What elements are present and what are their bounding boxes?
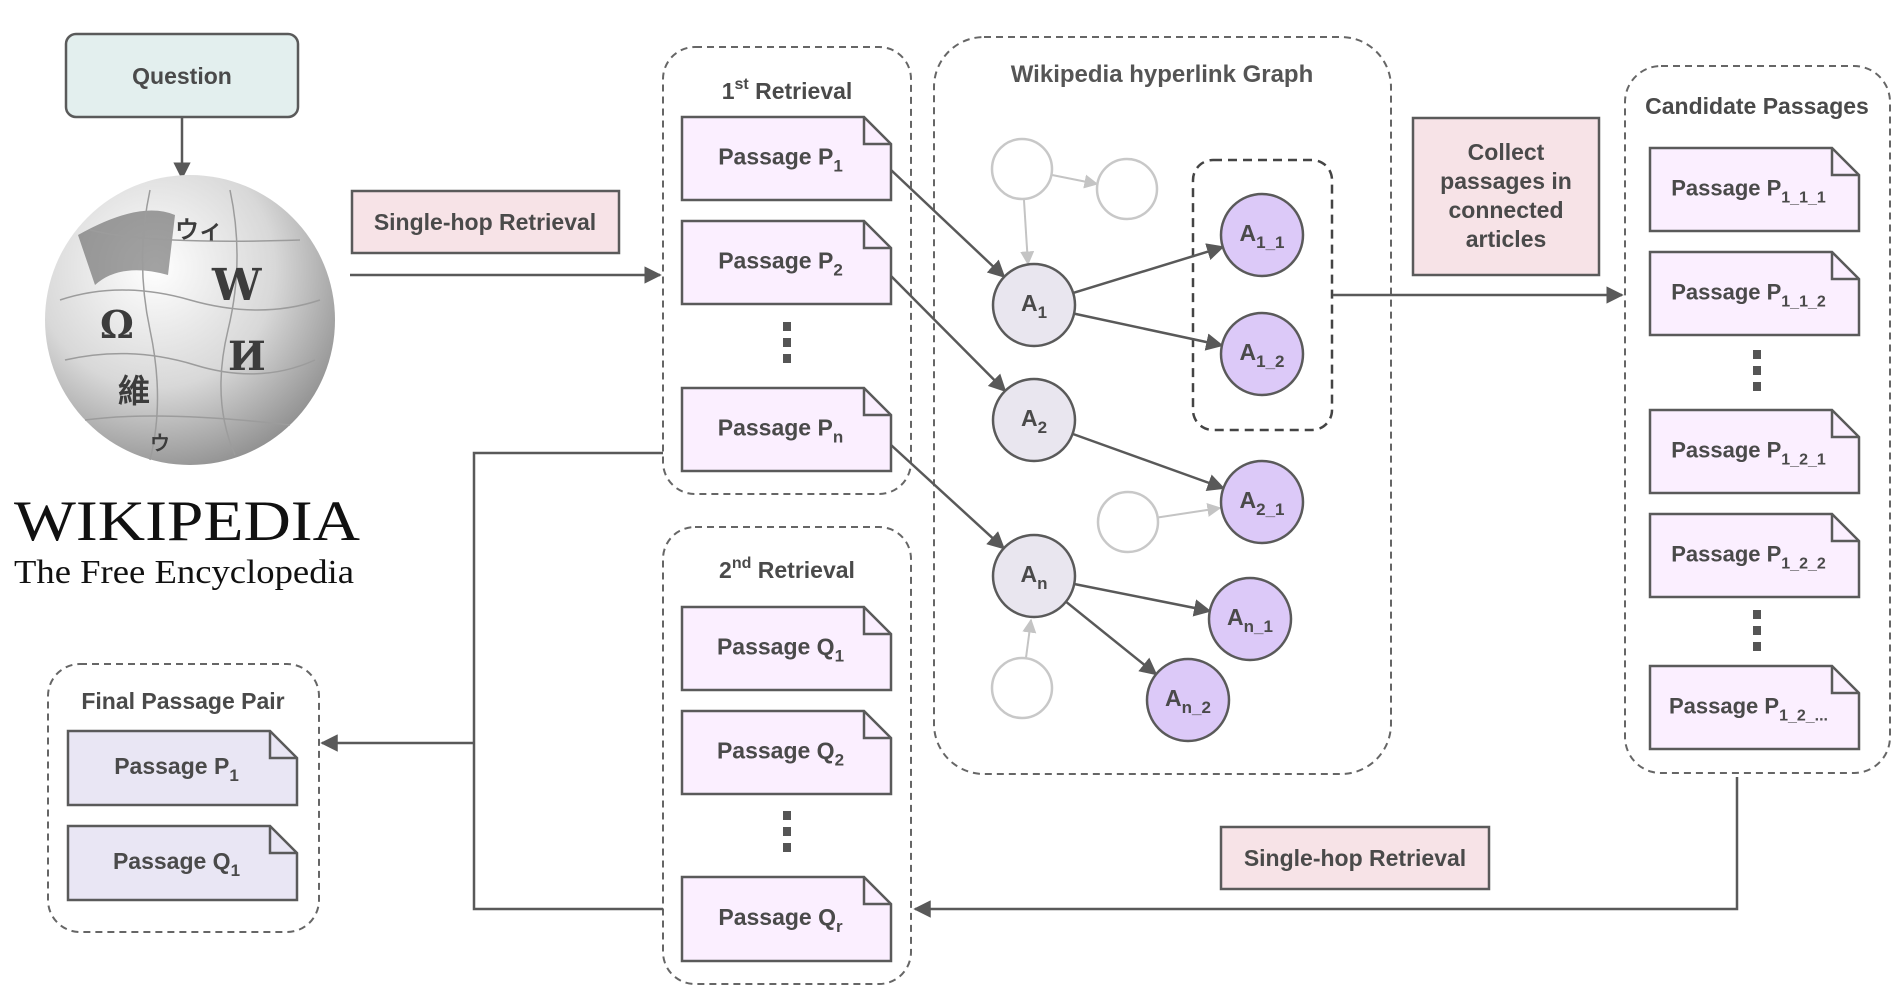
candidate-passage-1-2-1: Passage P1_2_1 — [1648, 408, 1861, 495]
node-an-1: An_1 — [1207, 576, 1293, 662]
first-retrieval-passage-n-label: Passage Pn — [718, 415, 843, 447]
ghost-edge-1 — [1051, 173, 1099, 189]
final-passage-q1: Passage Q1 — [66, 824, 299, 902]
svg-text:connected: connected — [1448, 197, 1563, 223]
ghost-edge-2 — [1020, 198, 1035, 266]
second-retrieval-passage-1-label: Passage Q1 — [717, 634, 844, 666]
linked-articles-box — [1191, 158, 1334, 432]
ghost-node-1 — [990, 137, 1054, 201]
edge-pn-an — [890, 444, 1006, 550]
single-hop-retrieval-label-top: Single-hop Retrieval — [350, 189, 621, 255]
edge-p1-a1 — [890, 169, 1006, 279]
second-retrieval-passage-2: Passage Q2 — [680, 709, 893, 796]
second-retrieval-passage-1: Passage Q1 — [680, 605, 893, 692]
node-a1-1: A1_1 — [1219, 192, 1305, 278]
return-arrow-to-second-retrieval — [913, 777, 1739, 918]
final-passage-pair-group: Final Passage Pair — [47, 663, 320, 933]
single-hop-retrieval-label-bottom: Single-hop Retrieval — [1219, 825, 1491, 891]
candidate-passage-1-1-1-label: Passage P1_1_1 — [1671, 176, 1826, 207]
first-retrieval-passage-2: Passage P2 — [680, 219, 893, 306]
node-a1: A1 — [991, 262, 1077, 348]
edge-a2-a21 — [1072, 432, 1226, 492]
first-retrieval-passage-2-label: Passage P2 — [718, 248, 843, 280]
svg-text:passages in: passages in — [1440, 168, 1572, 194]
edge-a1-a12 — [1073, 312, 1224, 351]
svg-text:articles: articles — [1466, 226, 1547, 252]
wikipedia-globe-icon: W Ω И 維 ウィ ウ — [45, 175, 335, 465]
hyperlink-graph-group: Wikipedia hyperlink Graph — [933, 36, 1392, 775]
first-retrieval-passage-1-label: Passage P1 — [718, 144, 843, 176]
first-retrieval-title: 1st Retrieval — [722, 76, 853, 104]
glyph-w: W — [211, 260, 262, 311]
second-retrieval-passage-2-label: Passage Q2 — [717, 738, 844, 770]
candidate-ellipsis-1 — [1753, 350, 1761, 391]
node-an: An — [991, 533, 1077, 619]
glyph-omega: Ω — [100, 302, 134, 347]
node-a2-1: A2_1 — [1219, 459, 1305, 545]
svg-text:Single-hop Retrieval: Single-hop Retrieval — [374, 209, 596, 235]
final-pair-title: Final Passage Pair — [81, 688, 284, 714]
second-retrieval-passage-r: Passage Qr — [680, 875, 893, 963]
svg-text:Single-hop Retrieval: Single-hop Retrieval — [1244, 845, 1466, 871]
graph-edges — [890, 169, 1226, 676]
candidate-passage-1-2-more: Passage P1_2_... — [1648, 664, 1861, 751]
candidate-ellipsis-2 — [1753, 610, 1761, 651]
candidate-passage-1-2-1-label: Passage P1_2_1 — [1671, 438, 1826, 469]
candidate-passage-1-1-2-label: Passage P1_1_2 — [1671, 280, 1826, 311]
candidate-passages-group: Candidate Passages — [1624, 65, 1891, 774]
node-an-label: An — [1020, 561, 1047, 593]
second-retrieval-group: 2nd Retrieval — [662, 526, 912, 985]
candidate-passage-1-2-more-label: Passage P1_2_... — [1669, 694, 1828, 725]
second-retrieval-passage-r-label: Passage Qr — [718, 904, 843, 936]
edge-an-an2 — [1065, 600, 1158, 676]
glyph-i: И — [228, 333, 266, 380]
glyph-u: ウ — [150, 431, 170, 455]
node-a1-2-label: A1_2 — [1240, 339, 1285, 371]
final-passage-p1: Passage P1 — [66, 729, 299, 807]
collect-passages-label: Collect passages in connected articles — [1411, 116, 1601, 277]
question-label: Question — [132, 63, 232, 89]
ghost-edge-3 — [1157, 502, 1222, 519]
node-a2-1-label: A2_1 — [1240, 487, 1285, 519]
second-retrieval-ellipsis — [783, 811, 791, 852]
graph-title: Wikipedia hyperlink Graph — [1011, 61, 1314, 88]
glyph-wei: 維 — [118, 372, 150, 410]
candidate-passage-1-1-2: Passage P1_1_2 — [1648, 250, 1861, 337]
node-a2: A2 — [991, 377, 1077, 463]
edge-p2-a2 — [890, 275, 1007, 393]
wikipedia-wordmark: WIKIPEDIA — [14, 490, 360, 553]
final-passage-p1-label: Passage P1 — [114, 753, 239, 785]
svg-text:Collect: Collect — [1468, 139, 1545, 165]
edge-a1-a11 — [1072, 243, 1225, 295]
first-retrieval-group: 1st Retrieval — [662, 46, 912, 495]
candidate-passages-title: Candidate Passages — [1645, 93, 1869, 119]
edge-an-an1 — [1073, 582, 1212, 617]
wikipedia-tagline: The Free Encyclopedia — [14, 554, 354, 591]
ghost-edge-4 — [1022, 618, 1037, 659]
candidate-passage-1-1-1: Passage P1_1_1 — [1648, 146, 1861, 233]
node-a1-2: A1_2 — [1219, 311, 1305, 397]
candidate-passage-1-2-2: Passage P1_2_2 — [1648, 512, 1861, 599]
node-an-1-label: An_1 — [1227, 604, 1273, 636]
ghost-node-2 — [1095, 157, 1159, 221]
merge-line — [472, 451, 663, 911]
node-a2-label: A2 — [1021, 405, 1047, 437]
node-a1-1-label: A1_1 — [1240, 220, 1285, 252]
node-a1-label: A1 — [1021, 290, 1047, 322]
glyph-wi: ウィ — [175, 215, 223, 244]
first-retrieval-ellipsis — [783, 322, 791, 363]
node-an-2: An_2 — [1145, 657, 1231, 743]
question-node: Question — [64, 32, 300, 119]
first-retrieval-passage-1: Passage P1 — [680, 115, 893, 202]
first-retrieval-passage-n: Passage Pn — [680, 386, 893, 473]
final-passage-q1-label: Passage Q1 — [113, 848, 240, 880]
ghost-node-4 — [990, 656, 1054, 720]
passage-documents: Passage P1 Passage P2 Passage Pn Passage Q1… — [66, 115, 1861, 963]
second-retrieval-title: 2nd Retrieval — [719, 555, 855, 583]
ghost-node-3 — [1096, 490, 1160, 554]
node-an-2-label: An_2 — [1165, 685, 1211, 717]
candidate-passage-1-2-2-label: Passage P1_2_2 — [1671, 542, 1826, 573]
